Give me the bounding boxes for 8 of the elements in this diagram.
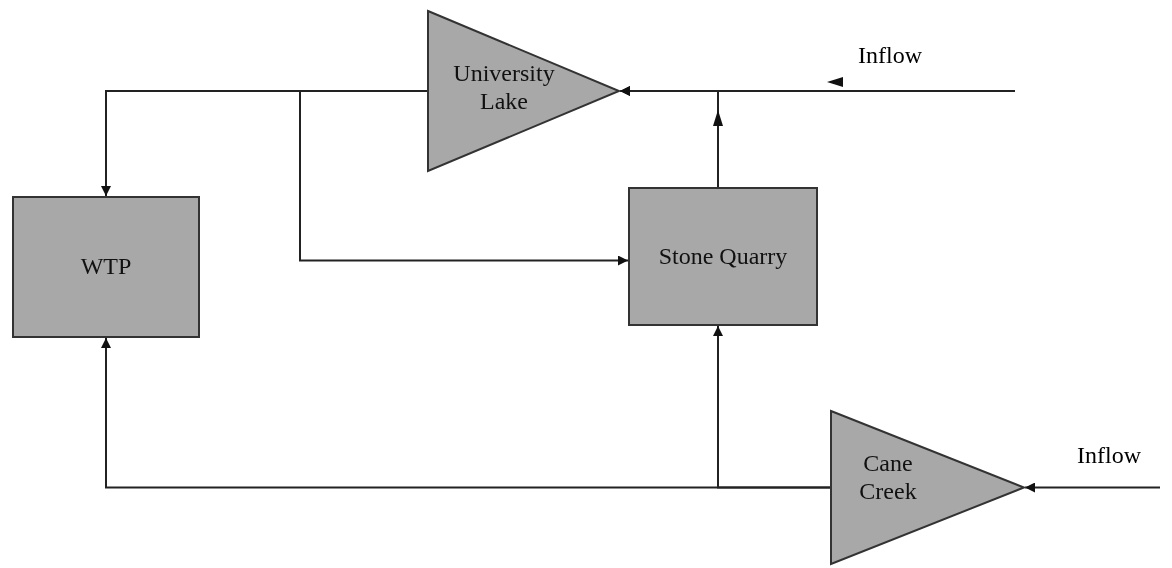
node-label: Stone Quarry xyxy=(657,242,789,271)
reservoir-triangle xyxy=(830,410,1025,565)
node-label: WTP xyxy=(79,253,133,281)
node-label: Cane Creek xyxy=(858,450,918,506)
reservoir-triangle xyxy=(427,10,620,172)
process-box xyxy=(628,187,818,326)
node-label: University Lake xyxy=(452,60,556,116)
process-box xyxy=(12,196,200,338)
